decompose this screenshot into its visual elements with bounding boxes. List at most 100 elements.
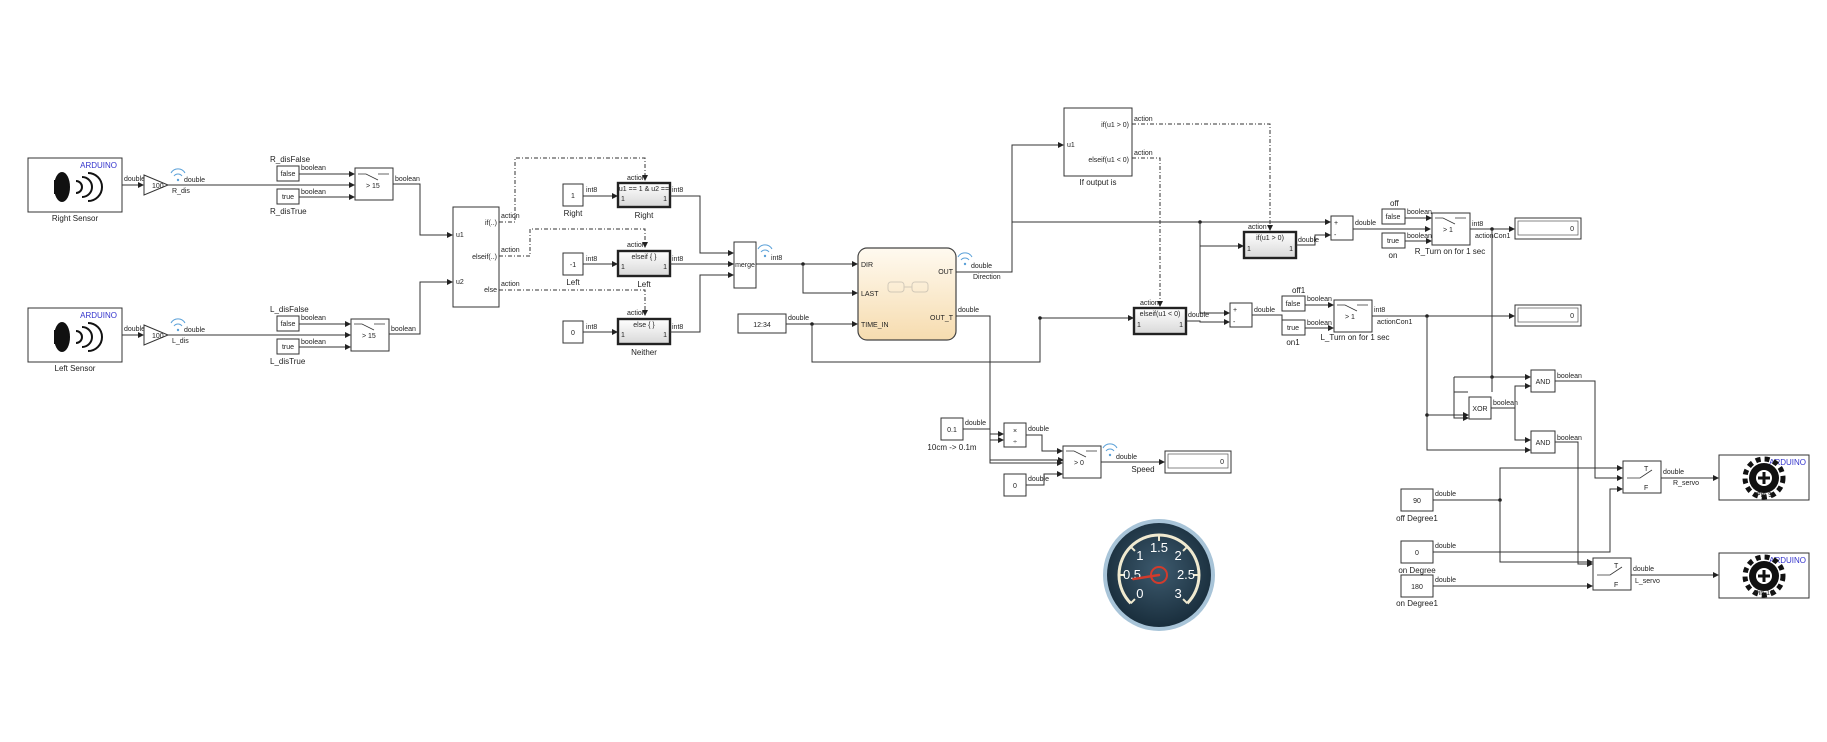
l-turn-cond: > 1 bbox=[1345, 314, 1355, 321]
on-degree-name: on Degree bbox=[1398, 566, 1436, 575]
r-turn-true-const[interactable]: true bbox=[1381, 232, 1406, 249]
left-gain-block[interactable]: 100 bbox=[143, 324, 170, 346]
speed-zero-const[interactable]: 0 bbox=[1003, 473, 1027, 497]
neither-const[interactable]: 0 bbox=[562, 320, 584, 344]
if-action2: action bbox=[501, 247, 520, 254]
on-degree1-value: 180 bbox=[1411, 584, 1423, 591]
r-turn-switch[interactable]: > 1 bbox=[1431, 212, 1471, 246]
left-const-name: Left bbox=[566, 278, 580, 287]
left-subsystem-out: 1 bbox=[663, 264, 667, 271]
if-output-block[interactable]: u1 if(u1 > 0) elseif(u1 < 0) bbox=[1063, 107, 1133, 177]
l-sum-block[interactable]: + - bbox=[1229, 302, 1253, 328]
merge-label: merge bbox=[735, 262, 755, 269]
chart-in1: DIR bbox=[861, 262, 873, 269]
if-neg-in: 1 bbox=[1137, 322, 1141, 329]
l-servo-switch[interactable]: T F bbox=[1592, 557, 1632, 591]
left-sensor-port-type: double bbox=[124, 326, 145, 333]
xor-block[interactable]: XOR bbox=[1468, 396, 1492, 420]
if-pos-out: 1 bbox=[1289, 246, 1293, 253]
and-block-1[interactable]: AND bbox=[1530, 369, 1556, 393]
and2-label: AND bbox=[1536, 440, 1551, 447]
r-true-const[interactable]: true bbox=[276, 188, 300, 205]
gauge-tick bbox=[1130, 598, 1136, 604]
r-turn-true-name: on bbox=[1389, 251, 1398, 260]
merge-block[interactable]: merge bbox=[733, 241, 757, 289]
if-block[interactable]: u1 u2 if(..) elseif(..) else bbox=[452, 206, 500, 308]
right-sensor-brand: ARDUINO bbox=[80, 161, 117, 170]
r-servo-t: T bbox=[1644, 466, 1649, 473]
right-const[interactable]: 1 bbox=[562, 183, 584, 207]
l-switch-block[interactable]: > 15 bbox=[350, 318, 390, 352]
neither-action-subsystem[interactable]: else { } 1 1 bbox=[616, 317, 672, 346]
r-turn-false-name: off bbox=[1390, 199, 1400, 208]
r-switch-cond: > 15 bbox=[366, 183, 380, 190]
multiply-block[interactable]: × ÷ bbox=[1003, 422, 1027, 448]
left-sensor-label: Left Sensor bbox=[55, 364, 96, 373]
left-subsystem-label: elseif { } bbox=[632, 254, 658, 261]
r-switch-block[interactable]: > 15 bbox=[354, 167, 394, 201]
speed-display[interactable]: 0 bbox=[1164, 450, 1232, 474]
and-block-2[interactable]: AND bbox=[1530, 430, 1556, 454]
gauge-tick-label: 2 bbox=[1174, 548, 1181, 563]
r-sum-block[interactable]: + - bbox=[1330, 215, 1354, 241]
on-degree-const[interactable]: 0 bbox=[1400, 540, 1434, 564]
r-turn-false-const[interactable]: false bbox=[1381, 208, 1406, 225]
right-sensor-block[interactable]: ARDUINO Right Sensor bbox=[27, 157, 123, 223]
ultrasonic-sensor-icon bbox=[54, 172, 103, 202]
speed-const[interactable]: 0.1 bbox=[940, 417, 964, 441]
on-degree-value: 0 bbox=[1415, 550, 1419, 557]
r-false-const[interactable]: false bbox=[276, 165, 300, 182]
neither-action-port: action bbox=[627, 310, 646, 317]
chart-out2-type: double bbox=[958, 307, 979, 314]
left-const-value: -1 bbox=[570, 262, 576, 269]
xor-out: boolean bbox=[1493, 400, 1518, 407]
stateflow-chart[interactable]: DIR LAST TIME_IN OUT OUT_T bbox=[857, 247, 957, 341]
l-turn-t2: boolean bbox=[1307, 320, 1332, 327]
left-signal-name: L_dis bbox=[172, 338, 189, 345]
on-degree1-const[interactable]: 180 bbox=[1400, 574, 1434, 598]
r-servo-switch[interactable]: T F bbox=[1622, 460, 1662, 494]
if-neg-out-type: double bbox=[1188, 312, 1209, 319]
pin10-servo-block[interactable]: ARDUINO Pin 10 bbox=[1718, 552, 1810, 599]
right-action-subsystem[interactable]: u1 == 1 & u2 == 1 1 bbox=[616, 181, 672, 209]
r-turn-display[interactable]: 0 bbox=[1514, 217, 1582, 240]
chart-in2: LAST bbox=[861, 291, 879, 298]
gauge-tick-label: 1 bbox=[1136, 548, 1143, 563]
l-true-const[interactable]: true bbox=[276, 338, 300, 355]
r-turn-out-type: int8 bbox=[1472, 221, 1483, 228]
and2-out: boolean bbox=[1557, 435, 1582, 442]
neither-const-type: int8 bbox=[586, 324, 597, 331]
if-output-out1: if(u1 > 0) bbox=[1101, 122, 1129, 129]
off-degree-const[interactable]: 90 bbox=[1400, 488, 1434, 512]
if-positive-subsystem[interactable]: if(u1 > 0) 1 1 bbox=[1242, 230, 1298, 260]
right-signal-name: R_dis bbox=[172, 188, 190, 195]
l-turn-t1: boolean bbox=[1307, 296, 1332, 303]
signal-wave-icon bbox=[1102, 443, 1118, 457]
left-subsystem-in: 1 bbox=[621, 264, 625, 271]
left-sensor-block[interactable]: ARDUINO Left Sensor bbox=[27, 307, 123, 373]
speed-switch[interactable]: > 0 bbox=[1062, 445, 1102, 479]
speed-const-type: double bbox=[965, 420, 986, 427]
if-neg-action: action bbox=[1140, 300, 1159, 307]
l-turn-display[interactable]: 0 bbox=[1514, 304, 1582, 327]
l-true-name: L_disTrue bbox=[270, 357, 306, 366]
l-type1: boolean bbox=[301, 315, 326, 322]
l-turn-switch[interactable]: > 1 bbox=[1333, 299, 1373, 333]
l-turn-true-const[interactable]: true bbox=[1281, 319, 1306, 336]
off-degree-name: off Degree1 bbox=[1396, 514, 1438, 523]
pin9-servo-block[interactable]: ARDUINO Pin 9 bbox=[1718, 454, 1810, 501]
l-turn-false-const[interactable]: false bbox=[1281, 295, 1306, 312]
if-negative-subsystem[interactable]: elseif(u1 < 0) 1 1 bbox=[1132, 306, 1188, 336]
l-turn-out-name: actionCon1 bbox=[1377, 319, 1413, 326]
right-sensor-label: Right Sensor bbox=[52, 214, 99, 223]
gauge-tick-label: 0.5 bbox=[1123, 567, 1141, 582]
l-false-value: false bbox=[281, 321, 296, 328]
l-false-const[interactable]: false bbox=[276, 315, 300, 332]
clock-block[interactable]: 12:34 bbox=[737, 313, 787, 334]
l-type2: boolean bbox=[301, 339, 326, 346]
left-out-type: int8 bbox=[672, 256, 683, 263]
left-action-subsystem[interactable]: elseif { } 1 1 bbox=[616, 249, 672, 278]
left-const[interactable]: -1 bbox=[562, 252, 584, 276]
speed-gauge[interactable]: 00.511.522.53 bbox=[1103, 519, 1215, 631]
right-gain-block[interactable]: 100 bbox=[143, 174, 170, 196]
